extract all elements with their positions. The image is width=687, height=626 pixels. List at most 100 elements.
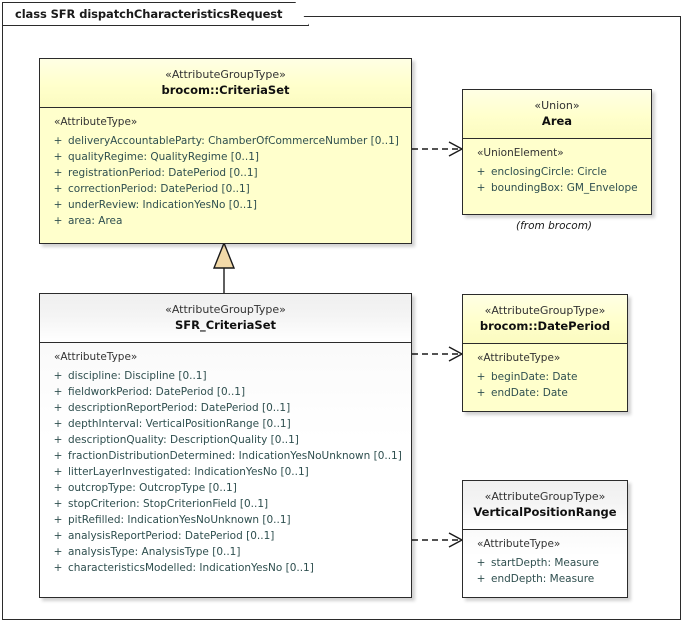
class-header-brocom-dateperiod: «AttributeGroupType» brocom::DatePeriod (463, 295, 627, 344)
attribute-row: + area: Area (40, 213, 411, 229)
visibility-marker: + (53, 215, 63, 227)
visibility-marker: + (53, 151, 63, 163)
attribute-signature: analysisReportPeriod: DatePeriod [0..1] (68, 530, 275, 542)
visibility-marker: + (53, 167, 63, 179)
attribute-row: + descriptionReportPeriod: DatePeriod [0… (40, 400, 411, 416)
visibility-marker: + (53, 482, 63, 494)
class-attributes-compartment: «AttributeType» + deliveryAccountablePar… (40, 108, 411, 237)
compartment-stereotype: «AttributeType» (54, 116, 138, 128)
visibility-marker: + (476, 387, 486, 399)
attribute-signature: beginDate: Date (491, 371, 578, 383)
attribute-row: + endDate: Date (463, 385, 627, 401)
visibility-marker: + (476, 371, 486, 383)
attribute-row: + underReview: IndicationYesNo [0..1] (40, 197, 411, 213)
diagram-frame-tab: class SFR dispatchCharacteristicsRequest (2, 2, 309, 26)
attribute-row: + qualityRegime: QualityRegime [0..1] (40, 149, 411, 165)
attribute-signature: deliveryAccountableParty: ChamberOfComme… (68, 135, 399, 147)
attribute-row: + registrationPeriod: DatePeriod [0..1] (40, 165, 411, 181)
attribute-row: + litterLayerInvestigated: IndicationYes… (40, 464, 411, 480)
visibility-marker: + (53, 199, 63, 211)
attribute-signature: boundingBox: GM_Envelope (491, 182, 638, 194)
attribute-row: + stopCriterion: StopCriterionField [0..… (40, 496, 411, 512)
attribute-signature: enclosingCircle: Circle (491, 166, 607, 178)
attribute-row: + characteristicsModelled: IndicationYes… (40, 560, 411, 576)
attribute-row: + discipline: Discipline [0..1] (40, 368, 411, 384)
class-stereotype: «AttributeGroupType» (484, 490, 606, 503)
attribute-signature: stopCriterion: StopCriterionField [0..1] (68, 498, 269, 510)
area-package-note: (from brocom) (516, 220, 593, 232)
attribute-row: + pitRefilled: IndicationYesNoUnknown [0… (40, 512, 411, 528)
attribute-signature: descriptionQuality: DescriptionQuality [… (68, 434, 299, 446)
class-verticalpositionrange[interactable]: «AttributeGroupType» VerticalPositionRan… (462, 480, 628, 598)
class-stereotype: «AttributeGroupType» (165, 68, 286, 81)
attribute-row: + fieldworkPeriod: DatePeriod [0..1] (40, 384, 411, 400)
visibility-marker: + (53, 530, 63, 542)
visibility-marker: + (53, 418, 63, 430)
attribute-signature: pitRefilled: IndicationYesNoUnknown [0..… (68, 514, 291, 526)
visibility-marker: + (53, 562, 63, 574)
visibility-marker: + (53, 135, 63, 147)
visibility-marker: + (53, 183, 63, 195)
attribute-row: + descriptionQuality: DescriptionQuality… (40, 432, 411, 448)
visibility-marker: + (476, 573, 486, 585)
attribute-signature: qualityRegime: QualityRegime [0..1] (68, 151, 259, 163)
attribute-signature: outcropType: OutcropType [0..1] (68, 482, 237, 494)
class-attributes-compartment: «UnionElement» + enclosingCircle: Circle… (463, 139, 651, 204)
compartment-stereotype: «UnionElement» (477, 147, 564, 159)
attribute-signature: underReview: IndicationYesNo [0..1] (68, 199, 257, 211)
class-attributes-compartment: «AttributeType» + beginDate: Date + endD… (463, 344, 627, 409)
attribute-signature: discipline: Discipline [0..1] (68, 370, 207, 382)
visibility-marker: + (53, 498, 63, 510)
attribute-row: + analysisType: AnalysisType [0..1] (40, 544, 411, 560)
visibility-marker: + (53, 386, 63, 398)
class-header-verticalpositionrange: «AttributeGroupType» VerticalPositionRan… (463, 481, 627, 530)
visibility-marker: + (53, 450, 63, 462)
class-stereotype: «AttributeGroupType» (165, 303, 286, 316)
attribute-signature: startDepth: Measure (491, 557, 599, 569)
attribute-signature: endDepth: Measure (491, 573, 595, 585)
visibility-marker: + (476, 166, 486, 178)
class-header-sfr-criteriaset: «AttributeGroupType» SFR_CriteriaSet (40, 294, 411, 343)
attribute-row: + boundingBox: GM_Envelope (463, 180, 651, 196)
attribute-signature: area: Area (68, 215, 123, 227)
compartment-stereotype: «AttributeType» (477, 538, 561, 550)
visibility-marker: + (53, 370, 63, 382)
visibility-marker: + (53, 434, 63, 446)
attribute-signature: endDate: Date (491, 387, 568, 399)
attribute-signature: fieldworkPeriod: DatePeriod [0..1] (68, 386, 246, 398)
attribute-row: + enclosingCircle: Circle (463, 164, 651, 180)
compartment-stereotype: «AttributeType» (54, 351, 138, 363)
attribute-signature: correctionPeriod: DatePeriod [0..1] (68, 183, 250, 195)
attribute-row: + beginDate: Date (463, 369, 627, 385)
attribute-signature: descriptionReportPeriod: DatePeriod [0..… (68, 402, 291, 414)
attribute-row: + deliveryAccountableParty: ChamberOfCom… (40, 133, 411, 149)
class-name: SFR_CriteriaSet (174, 318, 277, 332)
attribute-signature: depthInterval: VerticalPositionRange [0.… (68, 418, 291, 430)
attribute-signature: litterLayerInvestigated: IndicationYesNo… (68, 466, 309, 478)
class-stereotype: «AttributeGroupType» (484, 304, 606, 317)
attribute-row: + depthInterval: VerticalPositionRange [… (40, 416, 411, 432)
attribute-row: + fractionDistributionDetermined: Indica… (40, 448, 411, 464)
visibility-marker: + (53, 546, 63, 558)
attribute-row: + startDepth: Measure (463, 555, 627, 571)
compartment-stereotype: «AttributeType» (477, 352, 561, 364)
attribute-row: + outcropType: OutcropType [0..1] (40, 480, 411, 496)
class-sfr-criteriaset[interactable]: «AttributeGroupType» SFR_CriteriaSet «At… (39, 293, 412, 598)
visibility-marker: + (53, 514, 63, 526)
class-name: VerticalPositionRange (473, 505, 617, 519)
class-header-brocom-criteriaset: «AttributeGroupType» brocom::CriteriaSet (40, 59, 411, 108)
class-attributes-compartment: «AttributeType» + startDepth: Measure + … (463, 530, 627, 595)
attribute-row: + correctionPeriod: DatePeriod [0..1] (40, 181, 411, 197)
class-brocom-criteriaset[interactable]: «AttributeGroupType» brocom::CriteriaSet… (39, 58, 412, 244)
class-attributes-compartment: «AttributeType» + discipline: Discipline… (40, 343, 411, 584)
class-name: brocom::DatePeriod (479, 319, 611, 333)
class-area[interactable]: «Union» Area «UnionElement» + enclosingC… (462, 89, 652, 215)
attribute-signature: registrationPeriod: DatePeriod [0..1] (68, 167, 258, 179)
visibility-marker: + (53, 466, 63, 478)
attribute-signature: characteristicsModelled: IndicationYesNo… (68, 562, 314, 574)
class-header-area: «Union» Area (463, 90, 651, 139)
visibility-marker: + (476, 557, 486, 569)
class-brocom-dateperiod[interactable]: «AttributeGroupType» brocom::DatePeriod … (462, 294, 628, 412)
diagram-title: class SFR dispatchCharacteristicsRequest (15, 7, 283, 21)
